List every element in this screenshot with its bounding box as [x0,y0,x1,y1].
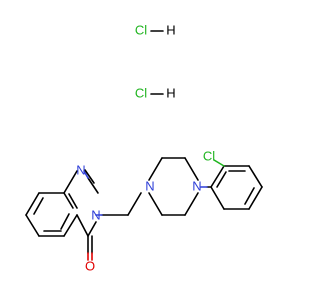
hcl-2-hydrogen-label: H [166,85,175,100]
hcl-salt-1: Cl H [135,22,176,37]
aryl-cl-bond [213,159,225,167]
hcl-1-chlorine-label: Cl [135,22,147,37]
hcl-2-chlorine-label: Cl [135,85,147,100]
quinazoline-n1-label: N [76,162,85,177]
aryl-chlorine-label: Cl [203,148,215,163]
piperazine-n4-label: N [192,178,201,193]
piperazine-ring: N N [145,157,212,216]
carbonyl-oxygen-label: O [85,258,95,273]
quinazolinone-core: N N O [25,162,101,273]
chlorophenyl-ring: Cl [203,148,263,210]
chemical-structure-diagram: Cl H Cl H Cl N N [25,22,263,273]
quinazoline-n3-label: N [91,207,100,222]
hcl-1-hydrogen-label: H [166,22,175,37]
methylene-linker [95,192,142,216]
piperazine-n1-label: N [145,178,154,193]
hcl-salt-2: Cl H [135,85,176,100]
